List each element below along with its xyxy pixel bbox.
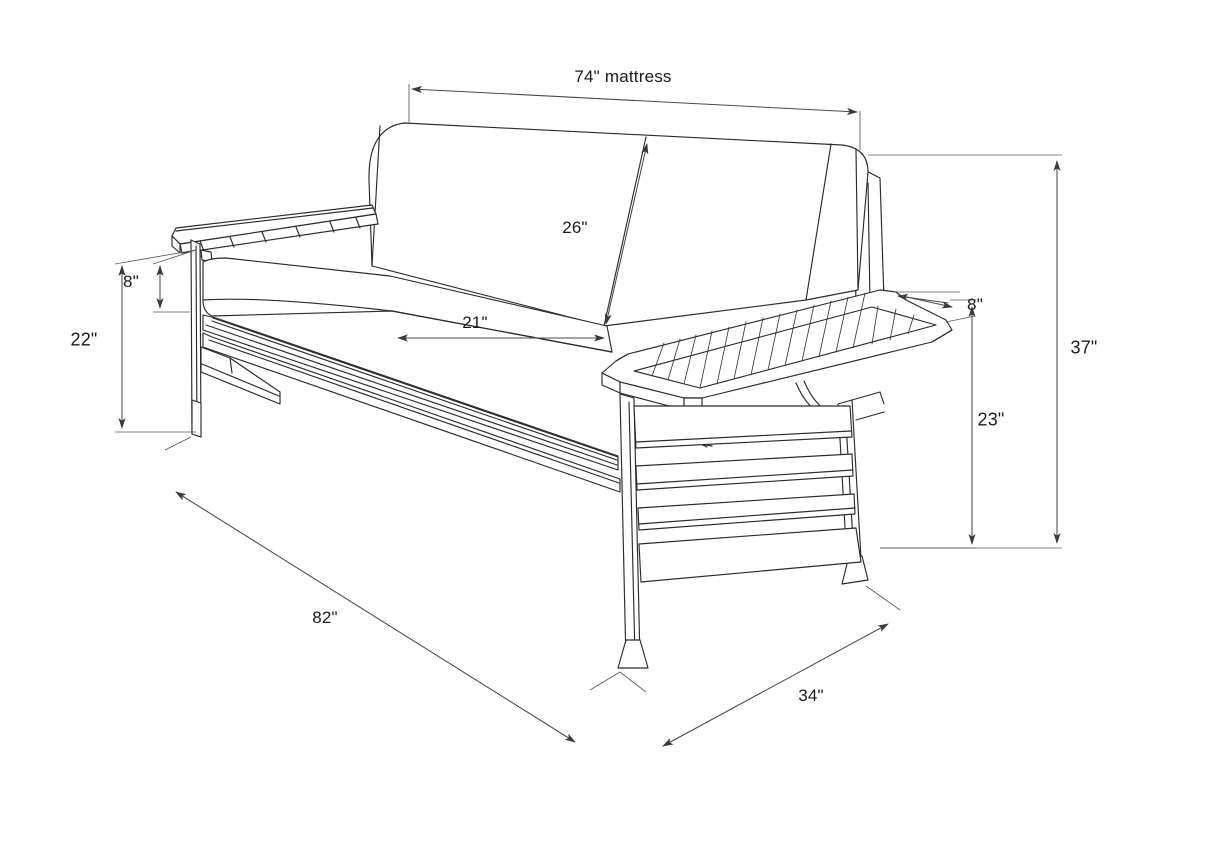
- dim-label-overall-length: 82": [312, 608, 338, 627]
- dim-22-seat-height: [114, 249, 197, 433]
- seat-front-rails: [202, 314, 621, 493]
- dim-label-overall-depth: 34": [798, 686, 824, 705]
- dim-74-mattress: [408, 84, 861, 150]
- right-side-rails: [633, 405, 862, 583]
- left-arm-board: [171, 204, 379, 254]
- dim-34-overall-depth: [619, 585, 901, 747]
- dim-26-backrest: [604, 143, 649, 325]
- seat-left-apron: [200, 346, 281, 405]
- futon-body: [171, 122, 953, 669]
- back-long-rail: [212, 317, 619, 458]
- dim-label-arm-width: 8": [967, 295, 983, 314]
- dim-label-seat-height: 22": [70, 329, 98, 350]
- dim-label-arm-thickness: 8": [123, 272, 139, 291]
- dimension-annotations: [114, 84, 1062, 747]
- right-arm-slat-top: [601, 289, 953, 411]
- left-foot: [191, 399, 202, 438]
- rear-frame-joint: [851, 391, 885, 421]
- dim-label-mattress-width: 74" mattress: [574, 67, 672, 86]
- dim-37-overall-height: [868, 154, 1062, 549]
- dim-82-overall-length: [164, 436, 621, 743]
- dim-label-seat-depth: 21": [462, 313, 488, 332]
- dim-8-arm-thickness: [152, 249, 197, 313]
- seat-cushion: [202, 257, 613, 353]
- dim-label-overall-height: 37": [1070, 337, 1098, 358]
- dim-label-backrest-height: 26": [562, 218, 588, 237]
- dim-label-arm-height: 23": [977, 409, 1005, 430]
